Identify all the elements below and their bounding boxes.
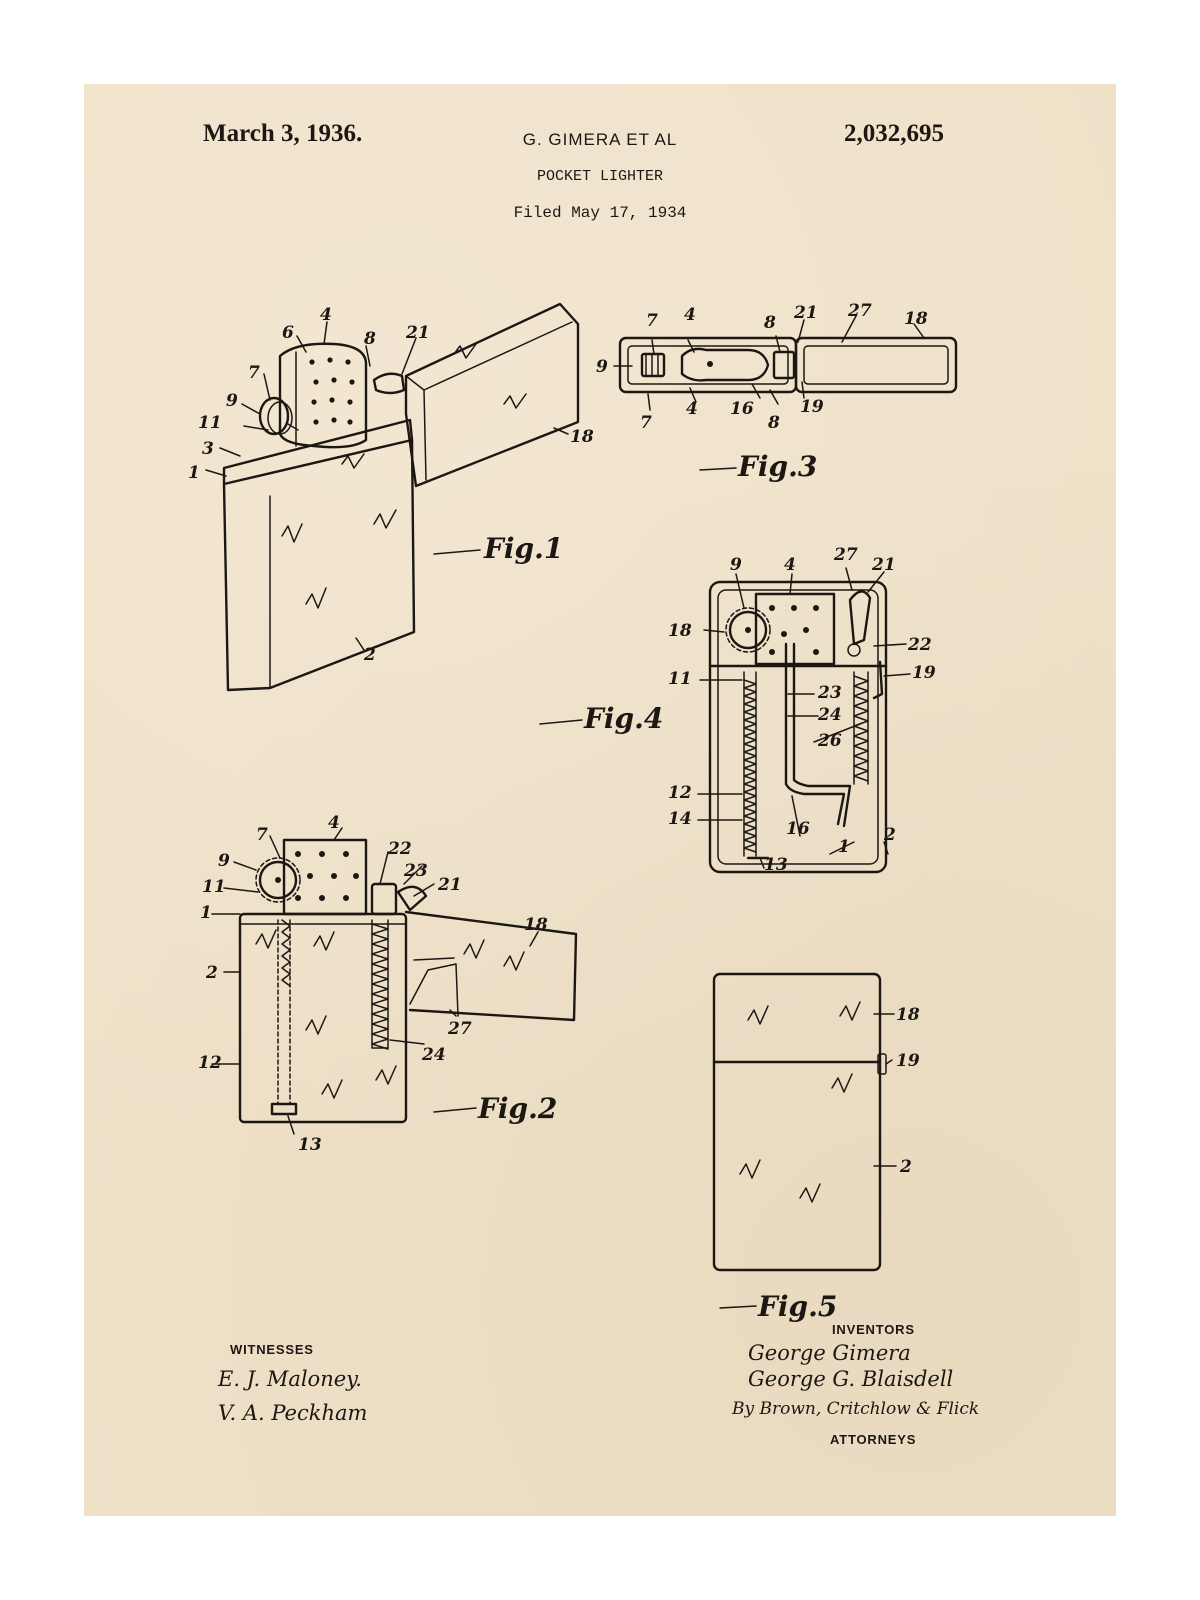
fig1-ref: 7	[248, 363, 260, 383]
fig4-ref: 1	[838, 837, 850, 857]
figure-3-labels: 21 27 18 7 4 8 9 4 16 8 19 7	[596, 301, 928, 433]
fig2-ref: 18	[524, 915, 548, 935]
figure-5-labels: 18 19 2	[896, 1005, 920, 1177]
inventors-block: INVENTORS George Gimera George G. Blaisd…	[731, 1322, 979, 1447]
fig4-ref: 24	[817, 705, 842, 725]
fig1-ref: 9	[226, 391, 238, 411]
fig3-ref: 16	[730, 399, 754, 419]
fig4-ref: 9	[730, 555, 742, 575]
fig2-ref: 13	[298, 1135, 322, 1155]
fig2-ref: 27	[447, 1019, 472, 1039]
fig2-ref: 4	[328, 813, 340, 833]
fig4-ref: 16	[786, 819, 810, 839]
fig3-ref: 8	[767, 413, 780, 433]
fig1-ref: 21	[405, 323, 430, 343]
fig5-caption: Fig.5	[757, 1290, 837, 1323]
fig4-ref: 14	[668, 809, 692, 829]
patent-number: 2,032,695	[844, 120, 944, 147]
patent-drawing: 4 6 8 21 7 9 11 3 1 18 2 Fig.1	[188, 301, 979, 1447]
figure-4-labels: 9 4 27 21 18 22 11 19 23 24 26 12 14 16 …	[668, 545, 936, 875]
fig3-ref: 9	[596, 357, 608, 377]
figure-4-drawing: 9 4 27 21 18 22 11 19 23 24 26 12 14 16 …	[539, 545, 936, 875]
figure-2-drawing: 4 7 22 23 9 21 11 1 18 2 27 24 12 13 Fig…	[198, 813, 578, 1155]
fig2-ref: 23	[403, 861, 428, 881]
fig1-ref: 8	[363, 329, 376, 349]
fig1-ref: 1	[188, 463, 200, 483]
fig4-ref: 12	[668, 783, 692, 803]
fig1-ref: 6	[282, 323, 294, 343]
fig2-ref: 2	[205, 963, 218, 983]
attorney-signature: By Brown, Critchlow & Flick	[731, 1399, 979, 1419]
inventor-signature: George G. Blaisdell	[748, 1367, 953, 1391]
figure-2-labels: 4 7 22 23 9 21 11 1 18 2 27 24 12 13	[198, 813, 548, 1155]
fig1-ref: 18	[570, 427, 594, 447]
fig4-ref: 2	[883, 825, 896, 845]
fig4-ref: 26	[817, 731, 842, 751]
fig4-ref: 18	[668, 621, 692, 641]
fig3-ref: 4	[686, 399, 698, 419]
fig3-ref: 18	[904, 309, 928, 329]
inventor-header: G. GIMERA ET AL	[522, 130, 678, 149]
fig3-ref: 27	[847, 301, 872, 321]
fig2-ref: 24	[421, 1045, 446, 1065]
fig4-ref: 4	[784, 555, 796, 575]
inventor-signature: George Gimera	[748, 1341, 911, 1365]
fig4-ref: 13	[764, 855, 788, 875]
figure-5-drawing: 18 19 2 Fig.5	[712, 972, 920, 1323]
figure-1-labels: 4 6 8 21 7 9 11 3 1 18 2	[188, 305, 594, 665]
fig5-ref: 2	[899, 1157, 912, 1177]
figure-1-drawing: 4 6 8 21 7 9 11 3 1 18 2 Fig.1	[188, 302, 594, 692]
witness-signature: E. J. Maloney.	[217, 1367, 362, 1391]
fig5-ref: 18	[896, 1005, 920, 1025]
fig2-ref: 11	[202, 877, 226, 897]
fig3-ref: 7	[646, 311, 658, 331]
fig2-ref: 22	[387, 839, 412, 859]
attorneys-heading: ATTORNEYS	[830, 1432, 916, 1447]
fig1-ref: 3	[202, 439, 214, 459]
fig2-ref: 12	[198, 1053, 222, 1073]
fig3-ref: 21	[793, 303, 818, 323]
fig5-ref: 19	[896, 1051, 920, 1071]
fig1-ref: 2	[363, 645, 376, 665]
fig3-caption: Fig.3	[737, 450, 817, 483]
fig2-ref: 7	[256, 825, 268, 845]
fig3-ref: 7	[640, 413, 652, 433]
fig3-ref: 19	[800, 397, 824, 417]
fig4-ref: 21	[871, 555, 896, 575]
fig1-ref: 4	[320, 305, 332, 325]
figure-3-drawing: 21 27 18 7 4 8 9 4 16 8 19 7 Fig.3	[596, 301, 958, 483]
fig4-ref: 23	[817, 683, 842, 703]
witnesses-heading: WITNESSES	[230, 1342, 314, 1357]
filed-date: Filed May 17, 1934	[513, 204, 687, 222]
patent-date: March 3, 1936.	[203, 120, 363, 147]
patent-title: POCKET LIGHTER	[536, 168, 664, 185]
fig3-ref: 4	[684, 305, 696, 325]
fig2-ref: 9	[218, 851, 230, 871]
fig1-ref: 11	[198, 413, 222, 433]
fig2-ref: 21	[437, 875, 462, 895]
fig2-ref: 1	[200, 903, 212, 923]
fig4-ref: 22	[907, 635, 932, 655]
patent-sheet: March 3, 1936. G. GIMERA ET AL 2,032,695…	[84, 84, 1116, 1516]
inventors-heading: INVENTORS	[832, 1322, 915, 1337]
fig2-caption: Fig.2	[477, 1092, 557, 1125]
fig4-ref: 19	[912, 663, 936, 683]
witnesses-block: WITNESSES E. J. Maloney. V. A. Peckham	[217, 1342, 367, 1425]
fig4-ref: 11	[668, 669, 692, 689]
fig4-caption: Fig.4	[583, 702, 663, 735]
fig4-ref: 27	[833, 545, 858, 565]
witness-signature: V. A. Peckham	[218, 1401, 367, 1425]
fig3-ref: 8	[763, 313, 776, 333]
fig1-caption: Fig.1	[483, 532, 563, 565]
